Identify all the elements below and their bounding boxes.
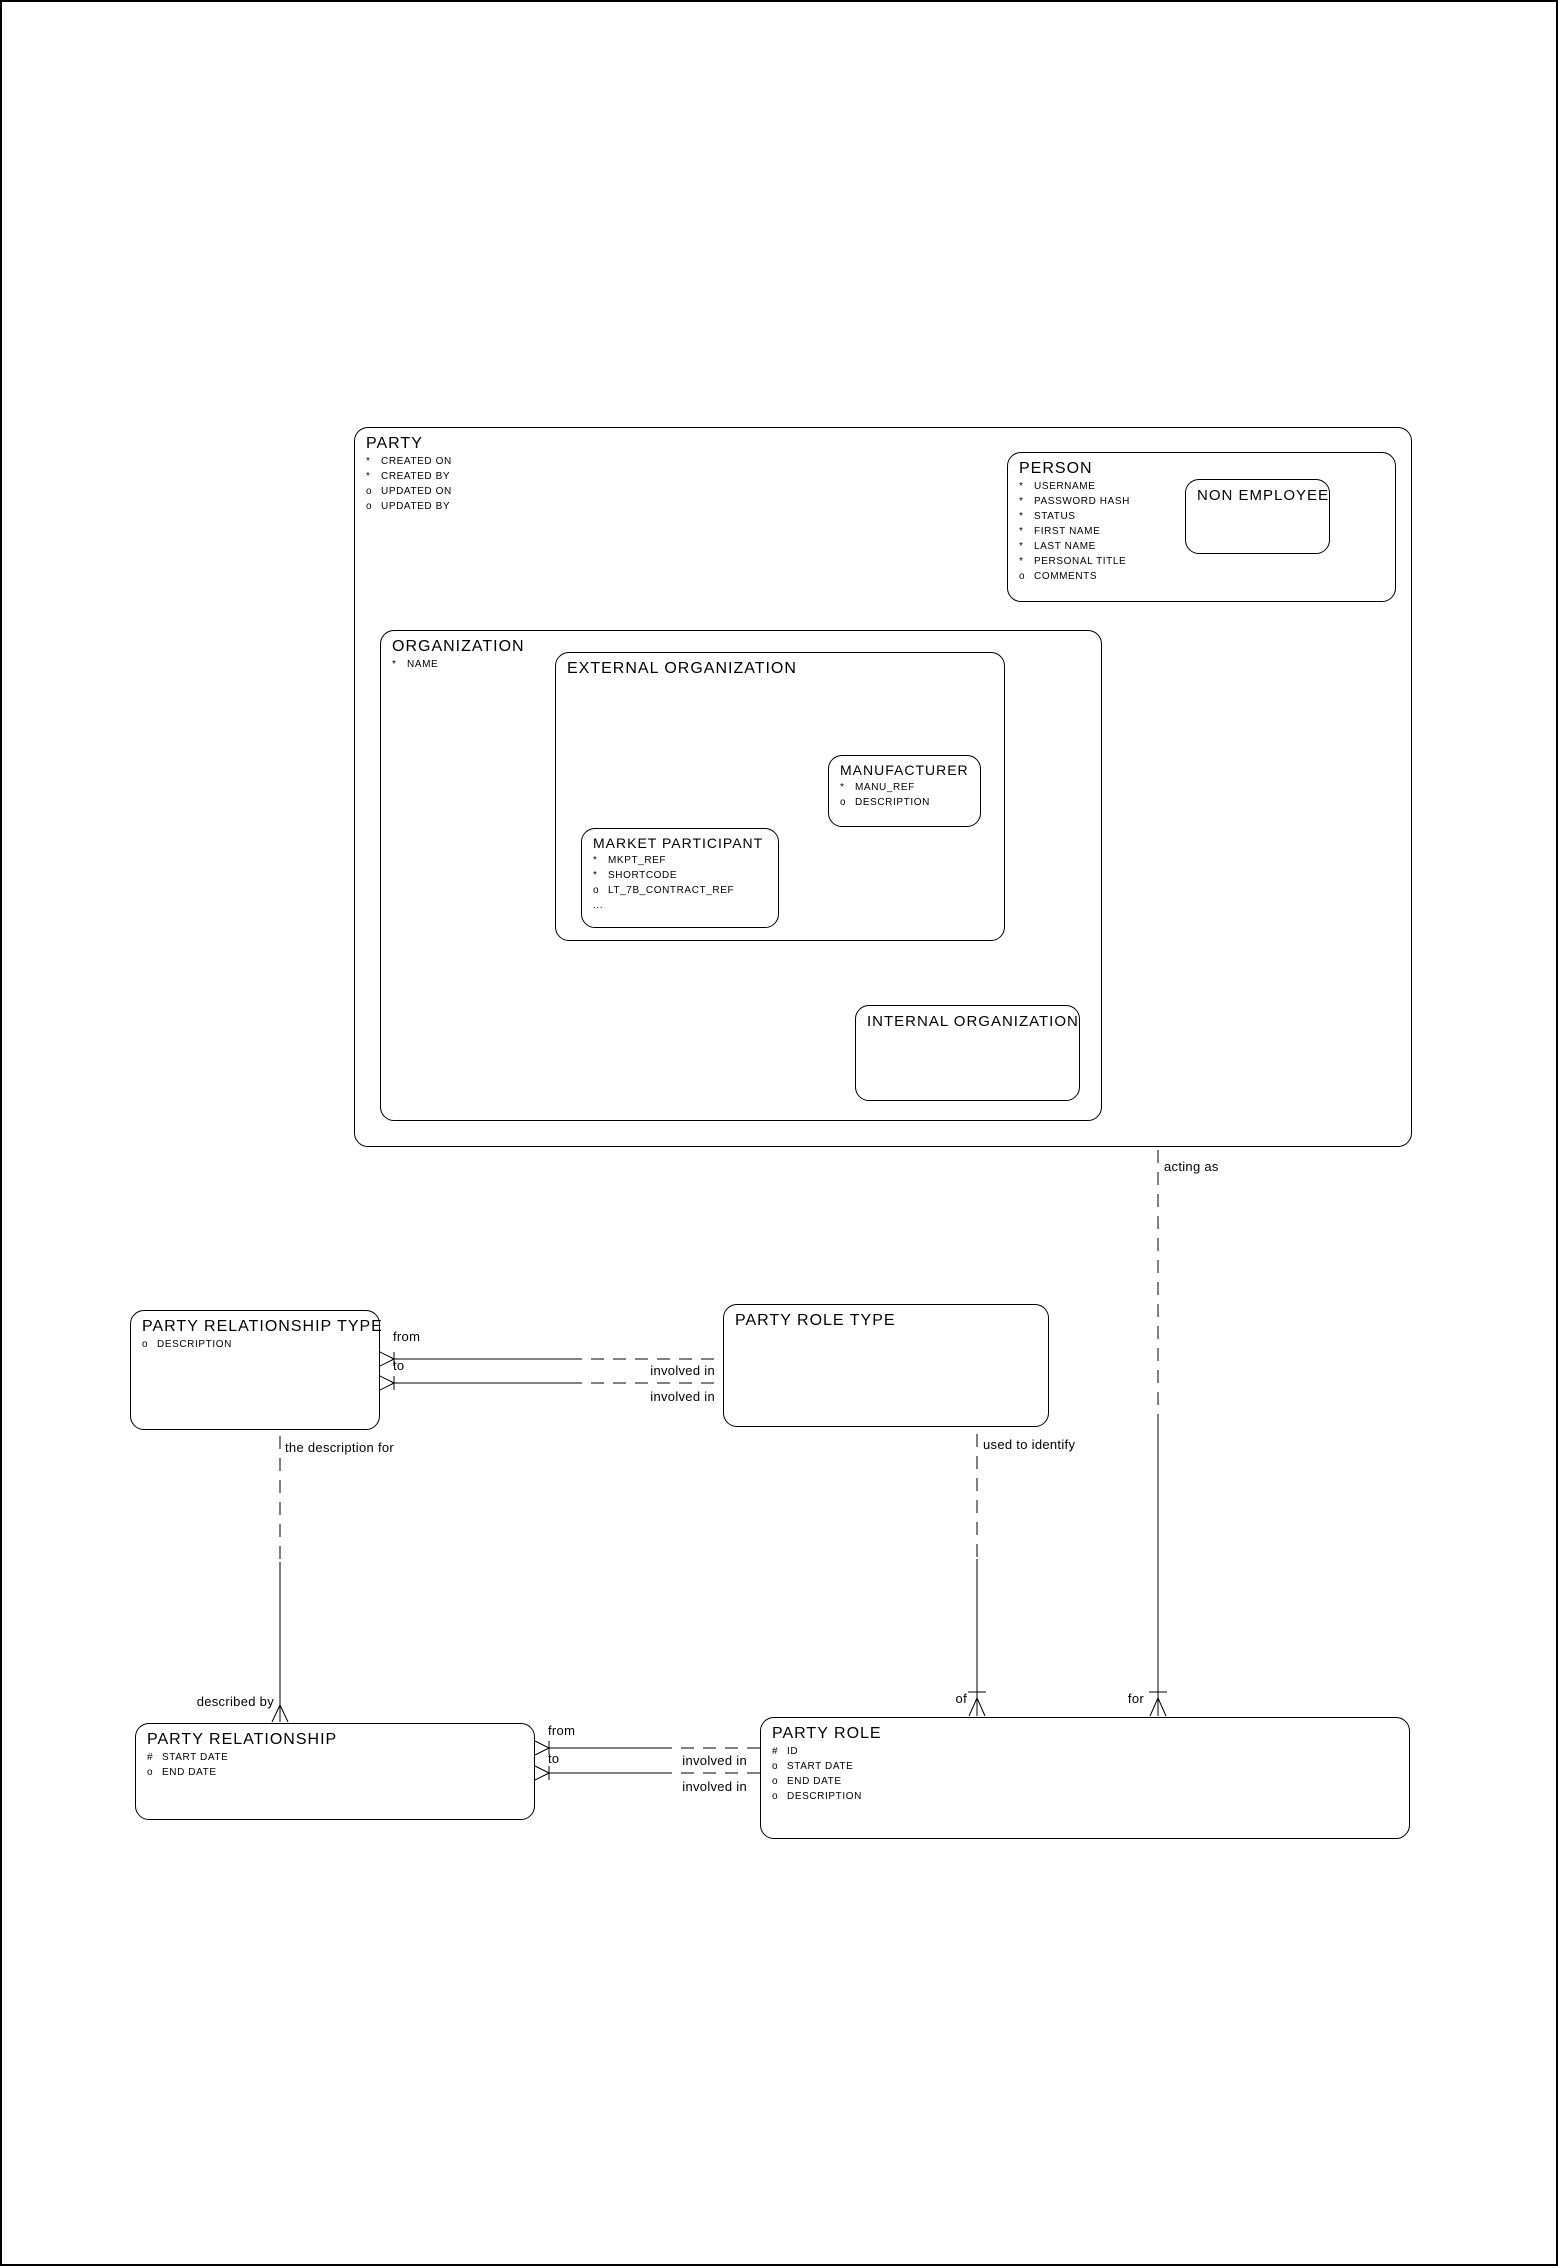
entity-person-title: PERSON <box>1019 460 1093 477</box>
relationship-to-involved-in-bottom <box>534 1765 760 1781</box>
relationship-label-used-to-identify: used to identify <box>983 1437 1076 1452</box>
attribute-row: #START DATE <box>147 1752 229 1763</box>
relationship-label-involved-in-top-b: involved in <box>650 1389 715 1404</box>
entity-market-participant-title: MARKET PARTICIPANT <box>593 835 764 851</box>
attribute-row: *CREATED ON <box>366 456 452 467</box>
attribute-row: #ID <box>772 1746 799 1757</box>
attribute-row: *NAME <box>392 659 439 670</box>
entity-party-role-type[interactable]: PARTY ROLE TYPE <box>723 1304 1049 1427</box>
relationship-label-from-bottom: from <box>548 1723 576 1738</box>
relationship-label-of: of <box>955 1691 967 1706</box>
relationship-label-involved-in-top-a: involved in <box>650 1363 715 1378</box>
entity-market-participant[interactable]: MARKET PARTICIPANT *MKPT_REF *SHORTCODE … <box>581 828 779 928</box>
relationship-label-from-top: from <box>393 1329 421 1344</box>
relationship-label-acting-as: acting as <box>1164 1159 1219 1174</box>
attribute-row: *CREATED BY <box>366 471 451 482</box>
relationship-acting-as-for <box>1149 1150 1167 1717</box>
relationship-label-to-top: to <box>393 1358 405 1373</box>
relationship-used-to-identify-of <box>968 1434 986 1717</box>
relationship-label-described-by: described by <box>196 1694 274 1709</box>
entity-organization-attributes: *NAME <box>392 657 1091 672</box>
relationship-description-for-described-by <box>271 1436 289 1723</box>
relationship-label-for: for <box>1127 1691 1144 1706</box>
relationship-label-to-bottom: to <box>548 1751 560 1766</box>
entity-party-role-title: PARTY ROLE <box>772 1725 882 1742</box>
attribute-row: *USERNAME <box>1019 481 1096 492</box>
attribute-row: *PASSWORD HASH <box>1019 496 1130 507</box>
relationship-label-the-description-for: the description for <box>285 1440 395 1455</box>
entity-internal-organization[interactable]: INTERNAL ORGANIZATION <box>855 1005 1080 1101</box>
attribute-row: *FIRST NAME <box>1019 526 1101 537</box>
attribute-row: ... <box>593 900 604 911</box>
attribute-row: *STATUS <box>1019 511 1076 522</box>
entity-non-employee-title: NON EMPLOYEE <box>1197 487 1330 504</box>
entity-organization-title: ORGANIZATION <box>392 638 525 655</box>
attribute-row: *SHORTCODE <box>593 870 678 881</box>
attribute-row: *PERSONAL TITLE <box>1019 556 1127 567</box>
relationship-to-involved-in-top <box>379 1375 723 1391</box>
entity-internal-organization-title: INTERNAL ORGANIZATION <box>867 1013 1079 1030</box>
entity-non-employee[interactable]: NON EMPLOYEE <box>1185 479 1330 554</box>
entity-person-attributes: *USERNAME *PASSWORD HASH *STATUS *FIRST … <box>1019 479 1385 584</box>
entity-manufacturer-title: MANUFACTURER <box>840 762 969 778</box>
attribute-row: *MANU_REF <box>840 782 915 793</box>
entity-party-relationship-type-title: PARTY RELATIONSHIP TYPE <box>142 1318 383 1335</box>
relationship-label-involved-in-bottom-b: involved in <box>682 1779 747 1794</box>
relationship-label-involved-in-bottom-a: involved in <box>682 1753 747 1768</box>
entity-party-relationship-title: PARTY RELATIONSHIP <box>147 1731 338 1748</box>
entity-external-organization-title: EXTERNAL ORGANIZATION <box>567 660 797 677</box>
entity-party-title: PARTY <box>366 435 423 452</box>
attribute-row: *LAST NAME <box>1019 541 1096 552</box>
entity-party-role-type-title: PARTY ROLE TYPE <box>735 1312 896 1329</box>
attribute-row: *MKPT_REF <box>593 855 667 866</box>
